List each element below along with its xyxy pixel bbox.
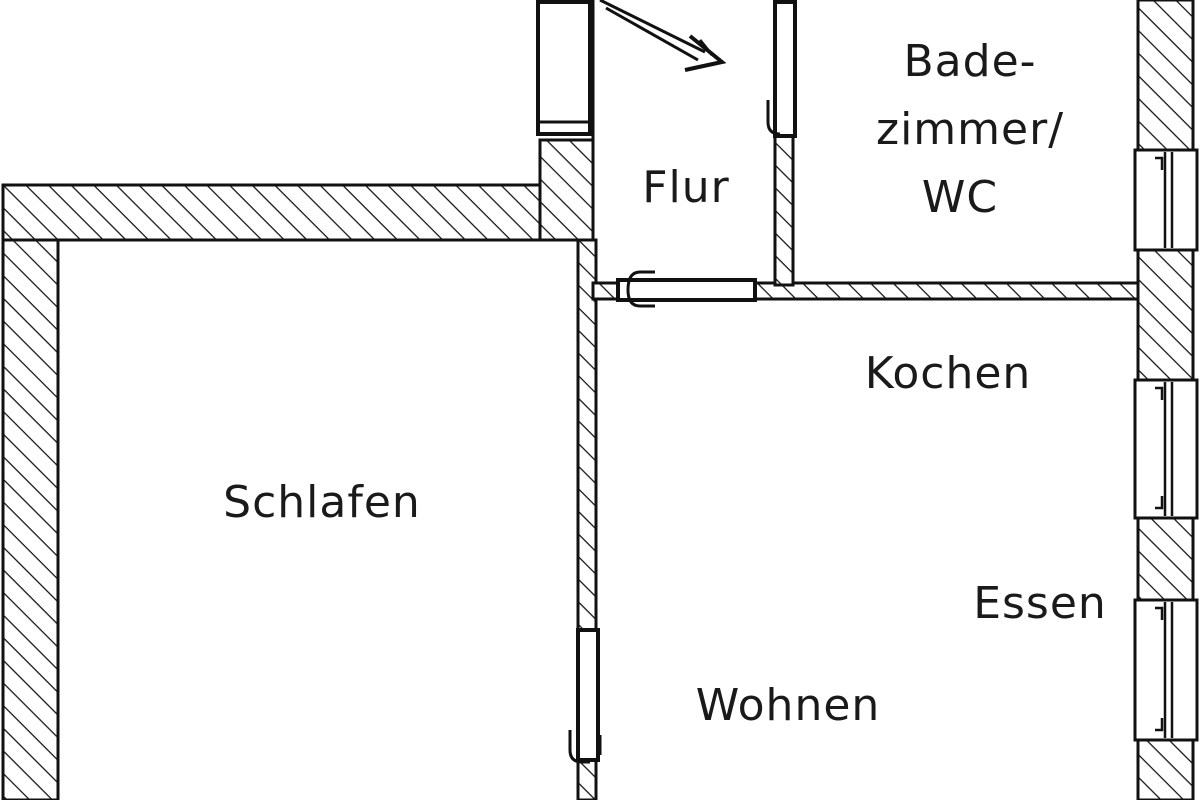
entrance-door[interactable] xyxy=(536,0,592,136)
label-wohnen: Wohnen xyxy=(696,680,881,731)
label-bathroom-line1: Bade- xyxy=(903,36,1036,87)
wall-left xyxy=(1,183,60,800)
partition-bath-kitchen xyxy=(753,281,1140,301)
label-kochen: Kochen xyxy=(865,348,1032,399)
label-bathroom-line3: WC xyxy=(922,172,998,223)
wall-right-mid1 xyxy=(1136,248,1195,382)
wall-right-bottom xyxy=(1136,738,1195,800)
wall-entrance-stub xyxy=(538,138,595,242)
partition-flur-bath xyxy=(773,133,795,287)
label-essen: Essen xyxy=(973,578,1107,629)
window-dining xyxy=(1133,598,1199,742)
partitions xyxy=(576,0,1140,800)
door-living[interactable] xyxy=(616,270,757,308)
partition-flur-kitchen xyxy=(591,281,620,301)
door-bedroom[interactable] xyxy=(568,628,602,764)
window-bathroom xyxy=(1133,148,1199,252)
label-bathroom-line2: zimmer/ xyxy=(876,104,1064,155)
wall-right-top xyxy=(1136,0,1195,152)
door-bathroom[interactable] xyxy=(766,0,797,138)
entrance-arrow-icon xyxy=(599,0,727,72)
partition-bed-living-low xyxy=(576,758,598,800)
wall-top-bedroom xyxy=(1,183,595,242)
label-flur: Flur xyxy=(642,162,730,213)
window-kitchen xyxy=(1133,378,1199,520)
label-schlafen: Schlafen xyxy=(223,477,421,528)
wall-right-mid2 xyxy=(1136,516,1195,602)
